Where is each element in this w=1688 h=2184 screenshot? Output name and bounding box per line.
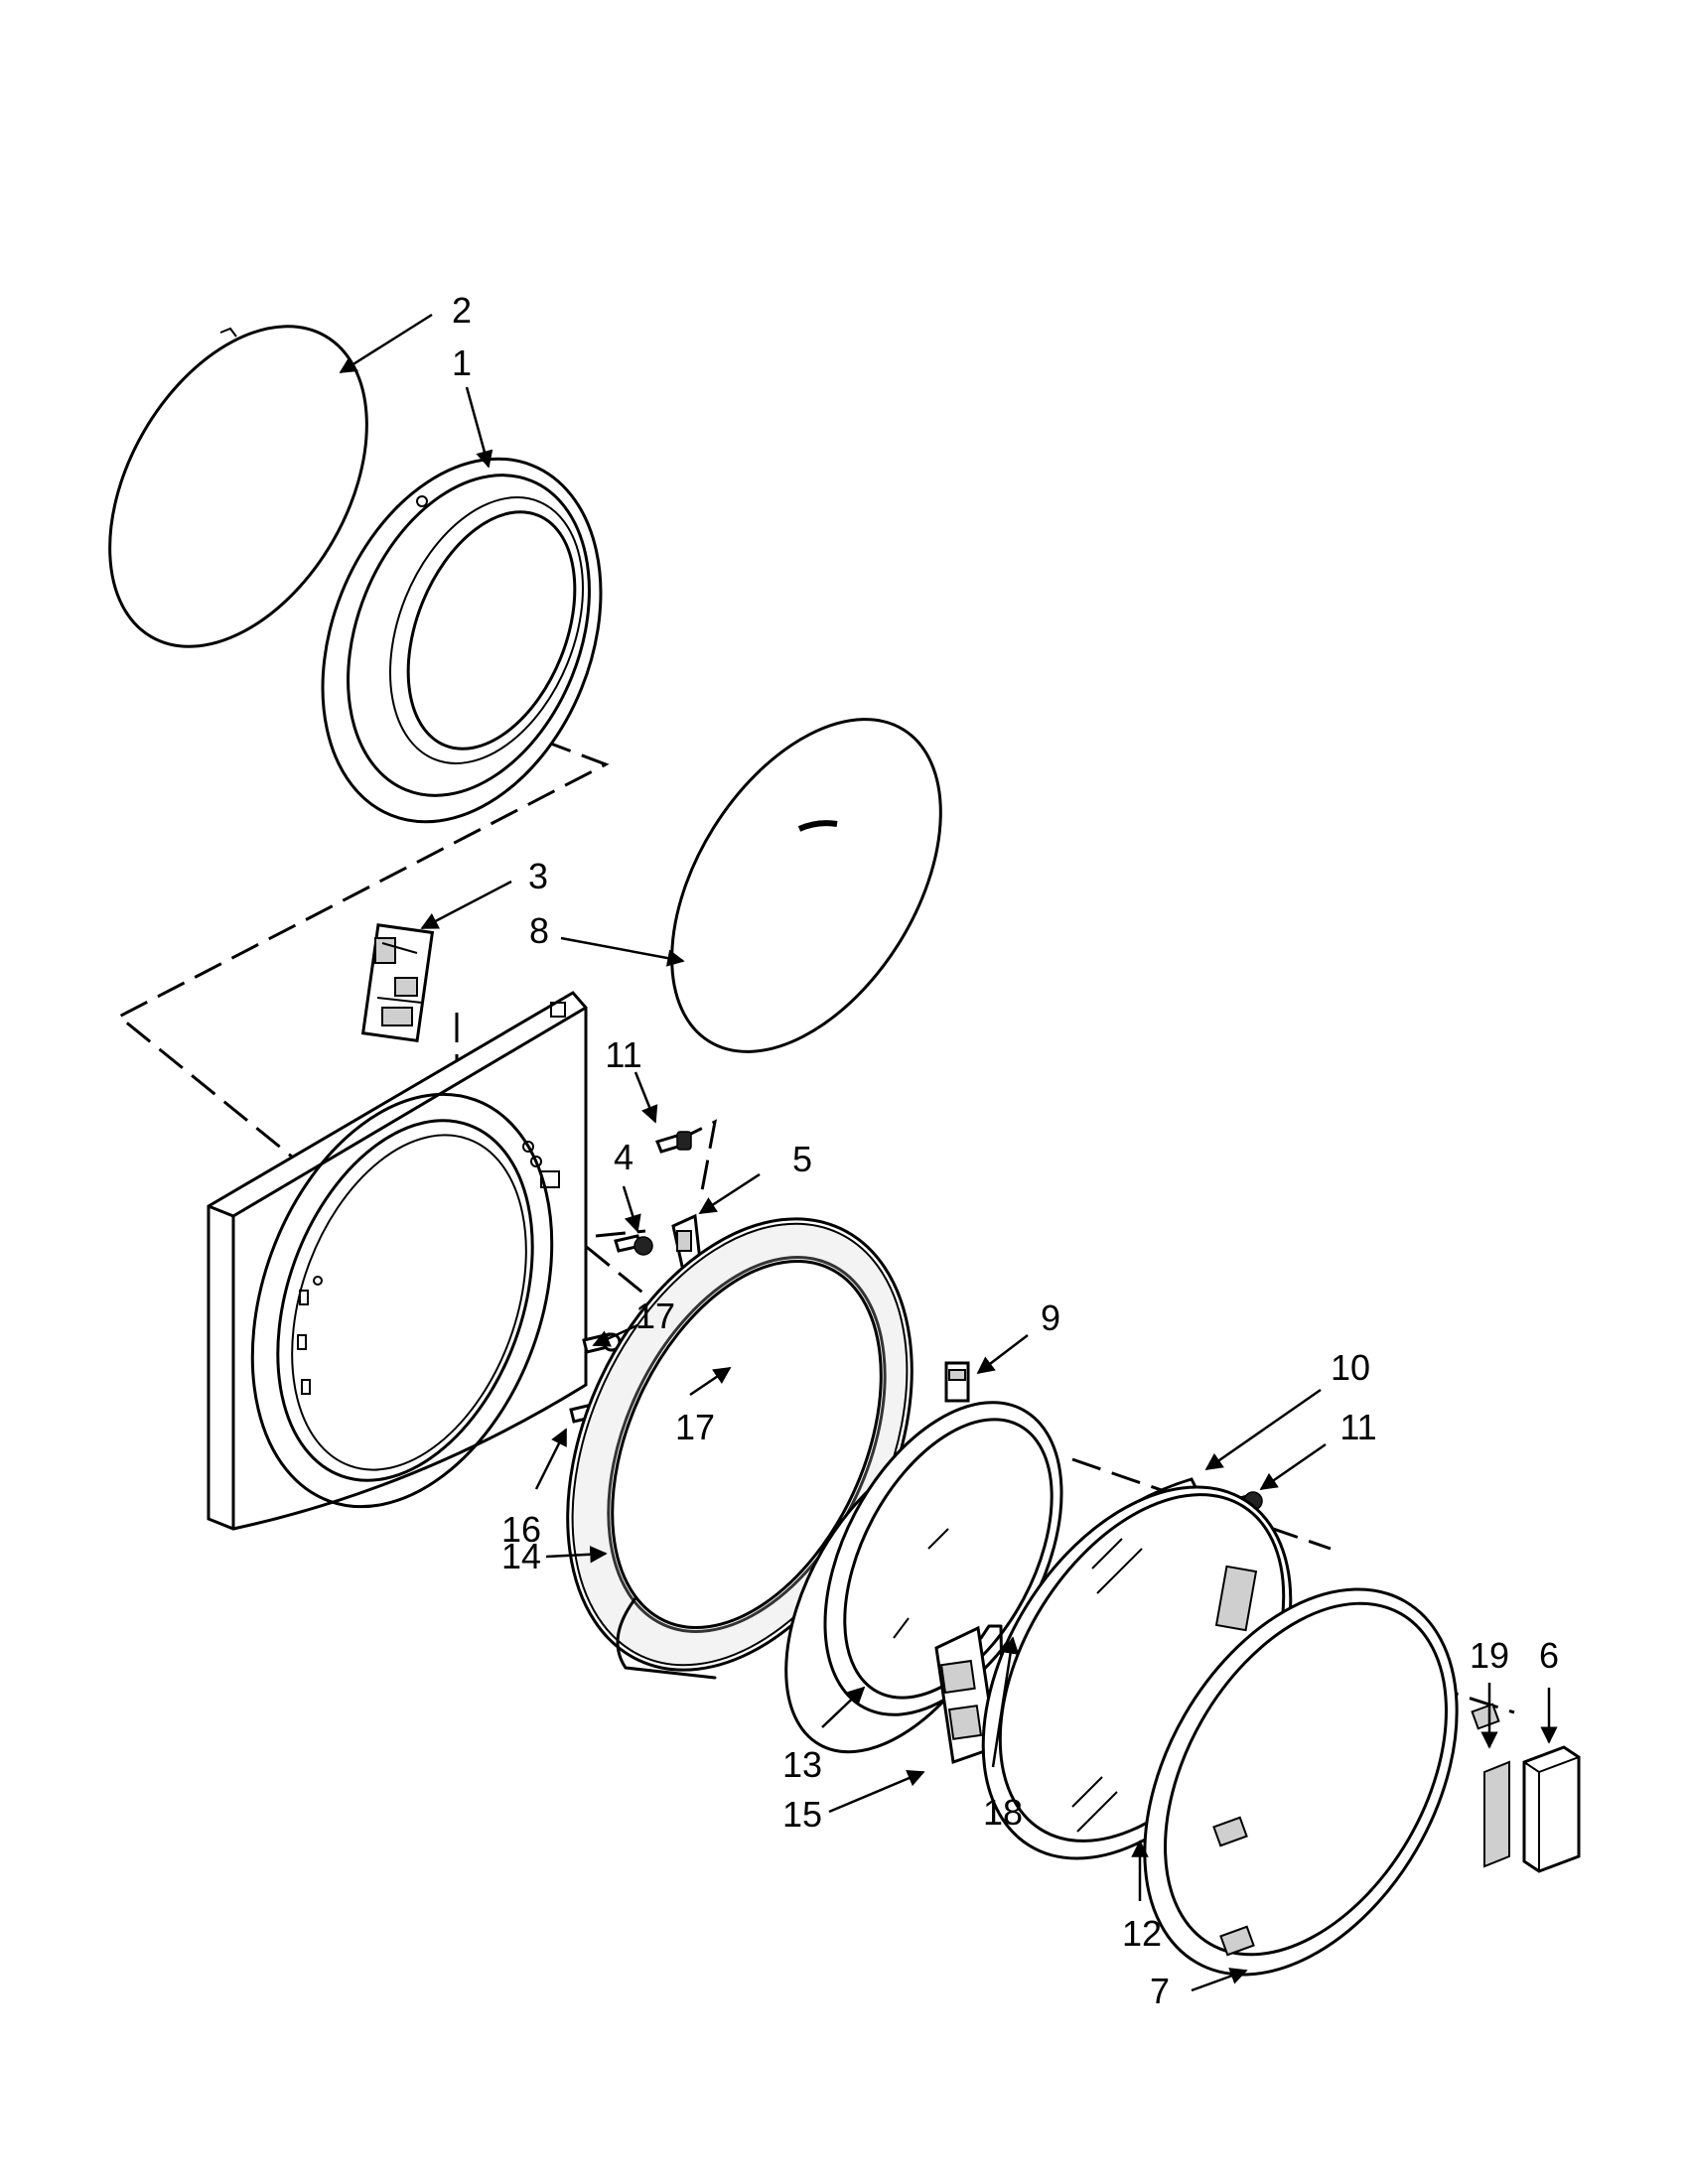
callout-3: 3 (528, 856, 548, 896)
callout-5: 5 (792, 1139, 812, 1179)
callout-19: 19 (1470, 1635, 1509, 1676)
part-7-outer-door-frame (1143, 1587, 1500, 1977)
part-3-door-lock (360, 923, 435, 1043)
part-6-handle-cover (1522, 1745, 1581, 1873)
callout-16: 16 (501, 1509, 541, 1550)
callout-12: 12 (1122, 1913, 1162, 1954)
callout-17-right: 17 (675, 1407, 715, 1447)
callout-13: 13 (782, 1744, 822, 1785)
part-9-clip (944, 1361, 970, 1403)
callout-2: 2 (452, 290, 472, 331)
callout-6: 6 (1539, 1635, 1559, 1676)
part-1-outer-door-ring (321, 457, 603, 824)
callout-8: 8 (529, 910, 549, 951)
callout-labels: 2 1 3 8 11 4 5 17 17 9 10 11 16 14 13 15… (452, 290, 1559, 2011)
part-2-outer-cover (108, 325, 368, 648)
callout-1: 1 (452, 342, 472, 383)
callout-10: 10 (1331, 1347, 1370, 1388)
part-19-label (1483, 1760, 1510, 1868)
callout-11-lower: 11 (1339, 1407, 1376, 1447)
callout-7: 7 (1150, 1971, 1170, 2011)
callout-11-upper: 11 (605, 1034, 641, 1075)
callout-4: 4 (614, 1137, 633, 1177)
callout-14: 14 (501, 1536, 541, 1576)
callout-17-left: 17 (635, 1296, 675, 1336)
leader-lines (339, 313, 1558, 1992)
callout-15: 15 (782, 1794, 822, 1835)
part-8-inner-glass (670, 718, 942, 1053)
part-4-screw (614, 1234, 653, 1256)
callout-9: 9 (1041, 1297, 1060, 1338)
callout-18: 18 (983, 1792, 1023, 1833)
part-11-screw-upper (654, 1131, 692, 1154)
front-panel (207, 991, 588, 1531)
